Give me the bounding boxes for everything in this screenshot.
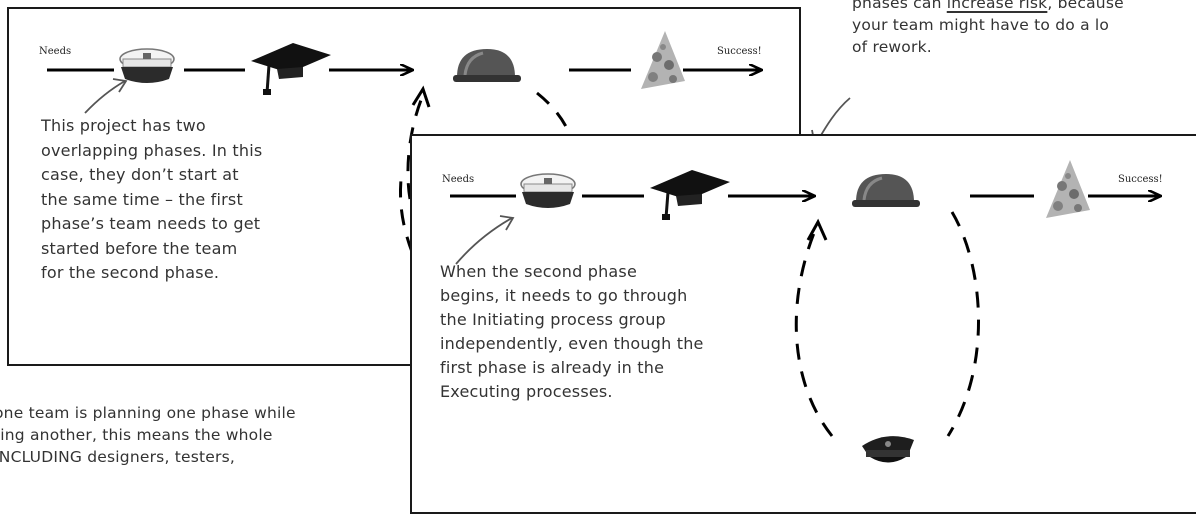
p2-annotation-line: independently, even though the	[440, 334, 704, 353]
bottom-left-note-line3: INCLUDING designers, testers,	[0, 448, 235, 466]
bottom-left-note-line2: ting another, this means the whole	[0, 426, 273, 444]
party-hat-icon	[641, 31, 685, 89]
p1-annotation-pointer	[84, 80, 126, 114]
p2-loop-arrowhead	[806, 218, 828, 241]
top-right-note-line3: of rework.	[852, 38, 932, 56]
hard-hat-icon	[453, 49, 521, 82]
captain-hat-icon	[520, 173, 576, 208]
p2-loop-left	[794, 227, 834, 437]
p2-annotation-line: the Initiating process group	[440, 310, 666, 329]
top-right-note-line1-post: , because	[1047, 0, 1124, 12]
police-cap-icon	[862, 436, 914, 463]
p1-annotation: This project has two overlapping phases.…	[41, 114, 262, 286]
panel1-drawing	[47, 31, 803, 200]
p1-annotation-line: for the second phase.	[41, 263, 220, 282]
p2-annotation: When the second phase begins, it needs t…	[440, 260, 704, 404]
phase-diagram-panel-2: Needs Success! When the second phase beg…	[410, 134, 1196, 514]
top-right-note: phases can increase risk, because your t…	[852, 0, 1124, 58]
p1-end-label: Success!	[717, 46, 762, 57]
p1-start-label: Needs	[39, 46, 72, 57]
hard-hat-icon	[852, 174, 920, 207]
p2-start-label: Needs	[442, 174, 475, 185]
p1-annotation-line: overlapping phases. In this	[41, 140, 263, 160]
p2-annotation-line: begins, it needs to go through	[440, 286, 688, 305]
p2-loop-right	[946, 211, 980, 437]
top-right-note-line1-pre: phases can	[852, 0, 947, 12]
mortarboard-icon	[650, 170, 730, 220]
top-right-note-line2: your team might have to do a lo	[852, 16, 1110, 34]
p1-loop-arrowhead	[411, 85, 431, 108]
p2-annotation-line: When the second phase	[440, 262, 638, 281]
p1-annotation-line: started before the team	[41, 238, 238, 258]
p2-annotation-pointer	[455, 217, 513, 265]
p2-annotation-line: first phase is already in the	[440, 358, 665, 377]
p2-annotation-line: Executing processes.	[440, 382, 613, 401]
panel2-drawing	[450, 160, 1196, 463]
mortarboard-icon	[251, 43, 331, 95]
party-hat-icon	[1046, 160, 1090, 218]
p1-annotation-line: phase’s team needs to get	[41, 214, 261, 233]
p1-annotation-line: case, they don’t start at	[41, 165, 239, 184]
bottom-left-note: one team is planning one phase while tin…	[0, 402, 296, 468]
p1-annotation-line: This project has two	[41, 116, 206, 135]
captain-hat-icon	[119, 48, 175, 83]
bottom-left-note-line1: one team is planning one phase while	[0, 404, 296, 422]
increase-risk-underlined: increase risk	[946, 0, 1048, 12]
p1-annotation-line: the same time – the first	[41, 189, 243, 209]
p2-end-label: Success!	[1118, 174, 1163, 185]
